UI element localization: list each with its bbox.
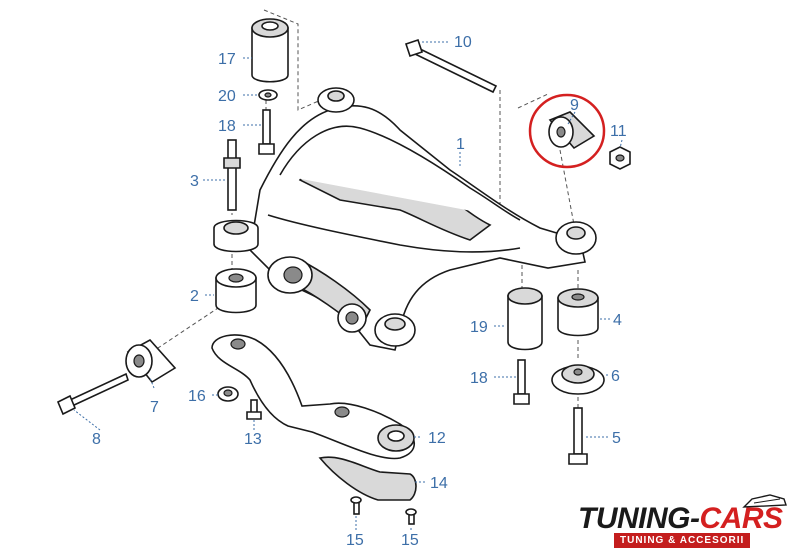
brand-tagline: TUNING & ACCESORII [614, 533, 751, 548]
callout-19: 19 [470, 319, 488, 336]
callout-18-lower: 18 [470, 370, 488, 387]
callout-1: 1 [456, 136, 465, 153]
bushing-7 [125, 338, 177, 384]
callout-8: 8 [92, 431, 101, 448]
callout-13: 13 [244, 431, 262, 448]
callout-9: 9 [570, 97, 579, 114]
callout-7: 7 [150, 399, 159, 416]
subframe [249, 87, 597, 351]
callout-16: 16 [188, 388, 206, 405]
bushing-4 [557, 288, 599, 337]
mount-bushing-upper-left [213, 219, 259, 253]
bushing-2 [215, 268, 257, 314]
brand-name: TUNING-CARS [578, 503, 783, 535]
callout-3: 3 [190, 173, 199, 190]
bolt-18-upper [258, 109, 275, 155]
bushing-19 [507, 287, 543, 351]
nut-16 [217, 386, 239, 402]
bolt-13 [246, 399, 262, 420]
callout-4: 4 [613, 312, 622, 329]
brand-name-main: TUNING- [578, 502, 700, 535]
callout-15-right: 15 [401, 532, 419, 549]
screw-15-right [405, 508, 417, 525]
cover-plate-14 [318, 456, 417, 501]
callout-10: 10 [454, 34, 472, 51]
bracket-arm-12 [211, 334, 416, 460]
stud-bolt-3 [223, 139, 241, 211]
callout-labels: 17 20 18 3 2 7 8 10 1 9 11 19 4 6 5 18 1… [92, 34, 627, 549]
screw-15-left [350, 496, 362, 515]
washer-20 [258, 89, 278, 101]
long-bolt-8 [56, 372, 129, 416]
callout-14: 14 [430, 475, 448, 492]
car-silhouette-icon [742, 494, 787, 508]
nut-11 [609, 146, 631, 170]
bolt-5 [568, 407, 588, 465]
leader-lines [73, 41, 623, 530]
bushing-9 [548, 111, 596, 150]
callout-18-upper: 18 [218, 118, 236, 135]
highlight-circle [528, 93, 606, 169]
callout-6: 6 [611, 368, 620, 385]
callout-2: 2 [190, 288, 199, 305]
long-bolt-10 [404, 38, 498, 94]
callout-11: 11 [610, 123, 627, 140]
washer-plate-6 [551, 364, 605, 395]
callout-5: 5 [612, 430, 621, 447]
brand-watermark: TUNING-CARS TUNING & ACCESORII [578, 494, 790, 551]
callout-15-left: 15 [346, 532, 364, 549]
bolt-18-lower [513, 359, 530, 405]
callout-20: 20 [218, 88, 236, 105]
bushing-sleeve-17 [251, 18, 289, 83]
brand-name-accent: CARS [699, 502, 783, 535]
callout-17: 17 [218, 51, 236, 68]
callout-12: 12 [428, 430, 446, 447]
